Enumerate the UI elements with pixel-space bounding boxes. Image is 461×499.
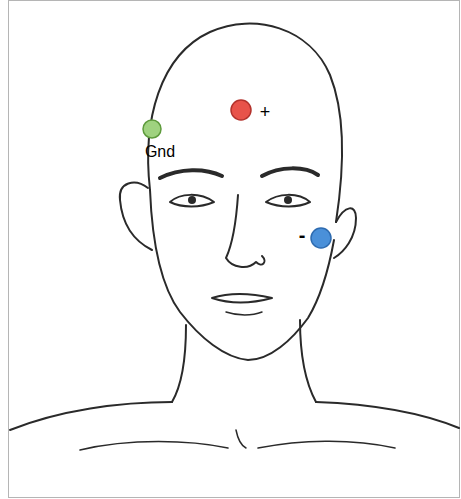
- lower-lip: [226, 312, 262, 315]
- head-outline: [148, 24, 342, 222]
- polarity-label: -: [299, 225, 306, 245]
- right-eye: [266, 195, 310, 207]
- throat-notch: [236, 430, 246, 448]
- right-eyebrow: [262, 168, 318, 176]
- mouth: [212, 294, 272, 302]
- ground-electrode: [143, 120, 161, 138]
- frame: [9, 1, 460, 498]
- negative-electrode: [311, 228, 331, 248]
- left-eyebrow: [160, 170, 222, 178]
- right-ear: [334, 208, 356, 258]
- neck-right: [300, 320, 316, 402]
- jaw-outline: [150, 190, 334, 360]
- left-ear: [120, 183, 152, 250]
- left-eye: [170, 195, 214, 207]
- electrode-label: Gnd: [145, 144, 175, 160]
- left-collarbone: [80, 442, 228, 451]
- neck-left: [172, 325, 186, 402]
- positive-electrode: [231, 100, 251, 120]
- nose: [226, 195, 264, 267]
- left-shoulder: [10, 402, 172, 430]
- right-collarbone: [258, 441, 395, 448]
- left-pupil: [188, 196, 196, 204]
- polarity-label: +: [260, 103, 271, 121]
- right-pupil: [284, 196, 292, 204]
- right-shoulder: [316, 402, 459, 428]
